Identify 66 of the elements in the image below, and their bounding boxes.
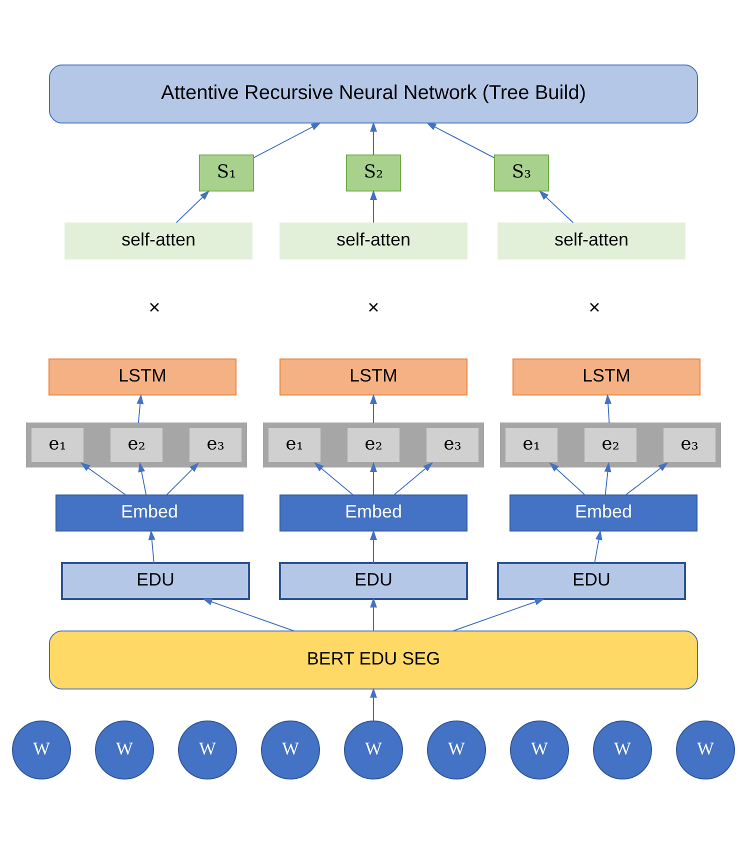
node-circle: W xyxy=(95,720,154,779)
arrow xyxy=(370,189,377,223)
cluster xyxy=(500,422,721,467)
arrow xyxy=(370,393,377,423)
arrow xyxy=(370,121,377,155)
node-box: self-atten xyxy=(280,222,468,259)
arrow xyxy=(253,122,322,158)
arrow xyxy=(80,462,126,495)
cluster xyxy=(263,422,484,467)
arrow xyxy=(452,598,545,631)
arrow xyxy=(370,529,377,563)
node-circle: W xyxy=(12,720,71,779)
arrow xyxy=(604,461,612,495)
node-box: e₃ xyxy=(424,426,480,464)
node-box: S₁ xyxy=(199,154,254,191)
node-box: e₂ xyxy=(346,426,402,464)
node-box: e₃ xyxy=(188,426,244,464)
node-box: EDU xyxy=(497,562,686,600)
arrow xyxy=(426,122,495,158)
node-box: EDU xyxy=(279,562,468,600)
arrow xyxy=(166,462,200,495)
node-box: self-atten xyxy=(498,222,686,259)
label: × xyxy=(368,296,380,318)
node-box: e₁ xyxy=(30,426,86,464)
arrow xyxy=(626,462,668,495)
arrow xyxy=(176,190,210,223)
node-box: BERT EDU SEG xyxy=(49,630,698,689)
node-box: Embed xyxy=(280,494,468,531)
node-box: self-atten xyxy=(64,222,252,259)
arrow xyxy=(538,190,574,223)
node-circle: W xyxy=(344,720,403,779)
node-box: S₂ xyxy=(346,154,401,191)
arrow xyxy=(604,393,612,423)
arrow xyxy=(202,598,295,631)
node-box: Embed xyxy=(56,494,244,531)
arrow xyxy=(394,462,434,495)
node-box: e₁ xyxy=(266,426,322,464)
node-circle: W xyxy=(510,720,569,779)
arrow xyxy=(370,597,377,631)
node-circle: W xyxy=(676,720,735,779)
arrow xyxy=(370,687,377,721)
arrow xyxy=(370,461,377,495)
label: × xyxy=(148,296,160,318)
arrow xyxy=(549,462,586,495)
arrow xyxy=(148,529,156,563)
arrow xyxy=(314,462,354,495)
node-box: e₁ xyxy=(504,426,560,464)
label: × xyxy=(588,296,600,318)
node-box: e₃ xyxy=(662,426,718,464)
cluster xyxy=(26,422,247,467)
node-box: Embed xyxy=(510,494,698,531)
node-box: e₂ xyxy=(108,426,164,464)
arrow xyxy=(136,393,144,423)
node-circle: W xyxy=(427,720,486,779)
node-box: e₂ xyxy=(582,426,638,464)
node-box: LSTM xyxy=(48,358,236,395)
arrow xyxy=(594,529,602,563)
node-box: LSTM xyxy=(280,358,468,395)
node-box: S₃ xyxy=(494,154,549,191)
node-box: LSTM xyxy=(512,358,700,395)
node-circle: W xyxy=(593,720,652,779)
arrow xyxy=(138,461,147,495)
node-circle: W xyxy=(261,720,320,779)
node-box: EDU xyxy=(61,562,250,600)
node-box: Attentive Recursive Neural Network (Tree Build) xyxy=(49,64,698,123)
node-circle: W xyxy=(178,720,237,779)
